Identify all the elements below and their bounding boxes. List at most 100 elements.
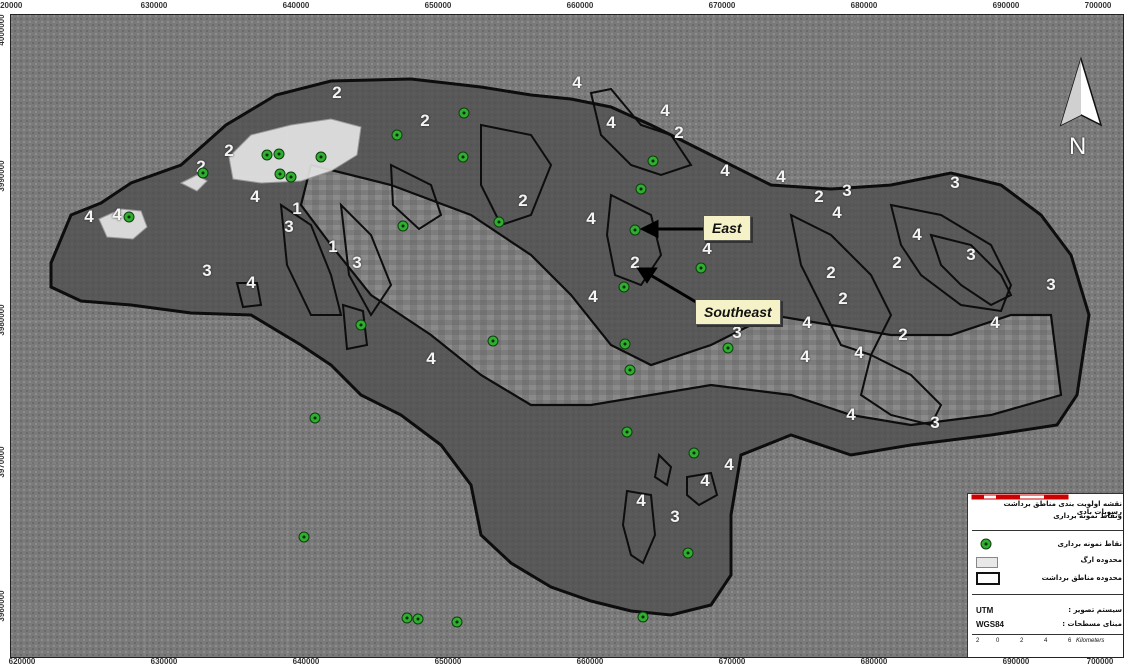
zone-label: 4 bbox=[636, 491, 646, 510]
sample-point-marker[interactable] bbox=[412, 613, 424, 625]
sample-point-marker[interactable] bbox=[647, 155, 659, 167]
zone-label: 3 bbox=[950, 173, 960, 192]
legend-sample-points: نقاط نمونه برداری bbox=[1057, 540, 1122, 548]
sample-point-marker[interactable] bbox=[722, 342, 734, 354]
zone-label: 4 bbox=[846, 405, 856, 424]
zone-label: 4 bbox=[700, 471, 710, 490]
x-tick-top: 700000 bbox=[1084, 1, 1112, 10]
zone-label: 2 bbox=[518, 191, 528, 210]
scale-tick: 0 bbox=[996, 638, 1000, 644]
x-tick-bottom: 650000 bbox=[434, 657, 462, 666]
legend-title-line1: نقشه اولویت بندی مناطق برداشت رسوبات باد… bbox=[1003, 500, 1122, 516]
sample-point-marker[interactable] bbox=[635, 183, 647, 195]
erg-patch bbox=[179, 174, 208, 192]
sample-point-marker[interactable] bbox=[315, 151, 327, 163]
sample-point-marker[interactable] bbox=[618, 281, 630, 293]
sample-point-marker[interactable] bbox=[493, 216, 505, 228]
sample-point-marker[interactable] bbox=[624, 364, 636, 376]
sample-point-marker[interactable] bbox=[298, 531, 310, 543]
sample-point-marker[interactable] bbox=[309, 412, 321, 424]
zone-label: 4 bbox=[912, 225, 922, 244]
x-tick-bottom: 640000 bbox=[292, 657, 320, 666]
sample-point-marker[interactable] bbox=[619, 338, 631, 350]
sample-point-marker[interactable] bbox=[123, 211, 135, 223]
x-tick-bottom: 690000 bbox=[1002, 657, 1030, 666]
legend-title-line2: ونقاط نمونه برداری bbox=[1053, 512, 1122, 520]
zone-label: 3 bbox=[1046, 275, 1056, 294]
zone-label: 4 bbox=[572, 73, 582, 92]
scale-tick: 6 bbox=[1068, 638, 1072, 644]
zone-label: 4 bbox=[990, 313, 1000, 332]
legend-sample-icon bbox=[980, 538, 992, 550]
zone-label: 4 bbox=[660, 101, 670, 120]
zone-label: 3 bbox=[284, 217, 294, 236]
x-tick-bottom: 670000 bbox=[718, 657, 746, 666]
zone-label: 2 bbox=[892, 253, 902, 272]
sample-point-marker[interactable] bbox=[621, 426, 633, 438]
erg-patch bbox=[98, 208, 148, 240]
sample-point-marker[interactable] bbox=[629, 224, 641, 236]
sample-point-marker[interactable] bbox=[487, 335, 499, 347]
sample-point-marker[interactable] bbox=[695, 262, 707, 274]
zone-label: 2 bbox=[898, 325, 908, 344]
y-tick: 3960000 bbox=[0, 590, 7, 622]
southeast-callout: Southeast bbox=[695, 299, 781, 325]
sample-point-marker[interactable] bbox=[273, 148, 285, 160]
x-tick-top: 650000 bbox=[424, 1, 452, 10]
sample-point-marker[interactable] bbox=[391, 129, 403, 141]
y-tick: 3980000 bbox=[0, 304, 7, 336]
legend-divider bbox=[972, 594, 1123, 595]
zone-label: 4 bbox=[586, 209, 596, 228]
sample-point-marker[interactable] bbox=[401, 612, 413, 624]
zone-label: 4 bbox=[776, 167, 786, 186]
legend-extent-swatch bbox=[976, 572, 1000, 585]
map-layers bbox=[11, 15, 1123, 657]
y-tick: 3990000 bbox=[0, 160, 7, 192]
zone-label: 2 bbox=[838, 289, 848, 308]
east-callout: East bbox=[703, 215, 751, 241]
zone-label: 4 bbox=[250, 187, 260, 206]
x-tick-top: 630000 bbox=[140, 1, 168, 10]
projection-value: UTM bbox=[976, 606, 994, 615]
scale-tick: 2 bbox=[1020, 638, 1024, 644]
legend-panel: نقشه اولویت بندی مناطق برداشت رسوبات باد… bbox=[967, 493, 1123, 657]
sample-point-marker[interactable] bbox=[355, 319, 367, 331]
sample-point-marker[interactable] bbox=[637, 611, 649, 623]
zone-label: 4 bbox=[84, 207, 94, 226]
x-tick-bottom: 700000 bbox=[1086, 657, 1114, 666]
zone-label: 4 bbox=[724, 455, 734, 474]
sample-point-marker[interactable] bbox=[397, 220, 409, 232]
zone-label: 3 bbox=[930, 413, 940, 432]
x-tick-bottom: 660000 bbox=[576, 657, 604, 666]
sample-point-marker[interactable] bbox=[274, 168, 286, 180]
zone-outlines bbox=[235, 87, 1013, 565]
legend-erg-extent: محدوده ارگ bbox=[1080, 556, 1122, 564]
zone-label: 4 bbox=[702, 239, 712, 258]
y-tick: 3970000 bbox=[0, 446, 7, 478]
zone-label: 2 bbox=[224, 141, 234, 160]
x-tick-top: 660000 bbox=[566, 1, 594, 10]
sample-point-marker[interactable] bbox=[458, 107, 470, 119]
zone-label: 2 bbox=[814, 187, 824, 206]
zone-label: 3 bbox=[966, 245, 976, 264]
x-tick-bottom: 680000 bbox=[860, 657, 888, 666]
erg-patch bbox=[228, 118, 362, 184]
zone-label: 3 bbox=[202, 261, 212, 280]
north-arrow-icon: N bbox=[1059, 55, 1103, 165]
sample-point-marker[interactable] bbox=[451, 616, 463, 628]
zone-label: 2 bbox=[332, 83, 342, 102]
sample-point-marker[interactable] bbox=[261, 149, 273, 161]
sample-point-marker[interactable] bbox=[197, 167, 209, 179]
zone-label: 3 bbox=[352, 253, 362, 272]
scale-tick: 2 bbox=[976, 638, 980, 644]
sample-point-marker[interactable] bbox=[688, 447, 700, 459]
sample-point-marker[interactable] bbox=[457, 151, 469, 163]
sample-point-marker[interactable] bbox=[285, 171, 297, 183]
sample-point-marker[interactable] bbox=[682, 547, 694, 559]
zone-label: 4 bbox=[246, 273, 256, 292]
zone-label: 4 bbox=[802, 313, 812, 332]
projection-label: سیستم تصویر : bbox=[1068, 606, 1122, 614]
zone-label: 4 bbox=[720, 161, 730, 180]
zone-label: 1 bbox=[328, 237, 338, 256]
